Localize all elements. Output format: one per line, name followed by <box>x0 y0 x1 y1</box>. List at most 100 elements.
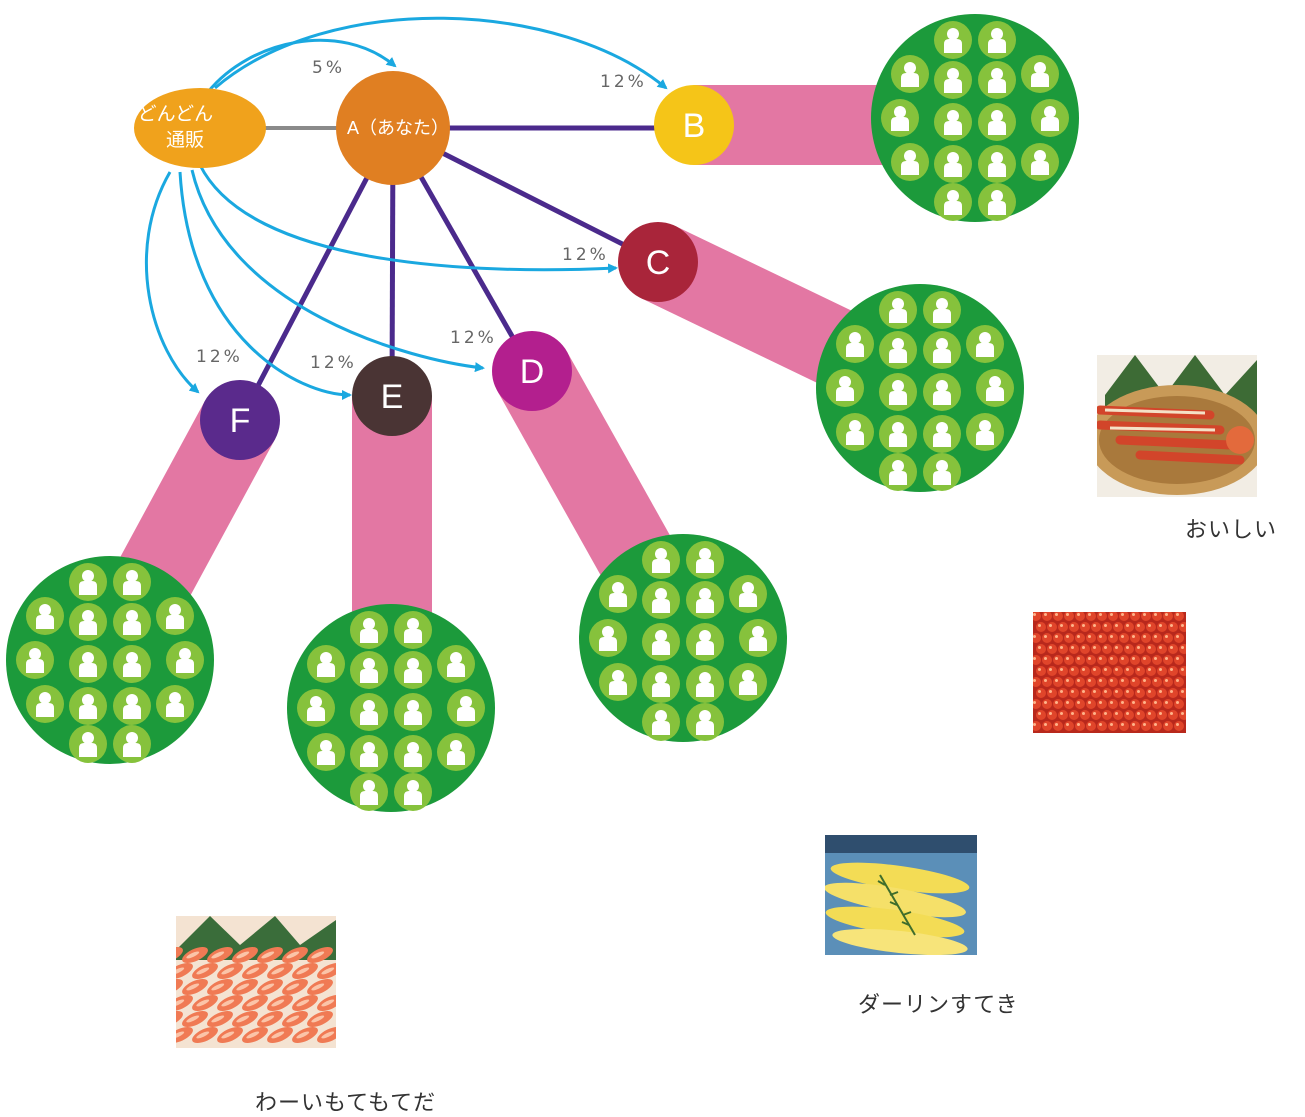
person-icon <box>879 331 917 369</box>
person-icon <box>16 641 54 679</box>
person-icon <box>978 183 1016 221</box>
node-e: E <box>352 356 432 436</box>
arrow-to-b <box>214 16 668 90</box>
person-icon <box>113 687 151 725</box>
person-icon <box>394 735 432 773</box>
person-icon <box>836 325 874 363</box>
person-icon <box>113 603 151 641</box>
herring-roe-caption: ダーリンすてき <box>858 993 1019 1018</box>
person-icon <box>307 645 345 683</box>
hub-node: A（あなた） <box>336 71 450 185</box>
cluster-d <box>579 534 787 742</box>
percentage-labels: 5% 12% 12% 12% 12% 12% <box>196 58 647 373</box>
person-icon <box>729 575 767 613</box>
person-icon <box>350 611 388 649</box>
source-label: どんどん 通販 <box>138 103 219 151</box>
commission-arrows <box>144 16 668 400</box>
person-icon <box>879 291 917 329</box>
person-icon <box>26 685 64 723</box>
person-icon <box>642 623 680 661</box>
person-icon <box>350 773 388 811</box>
person-icon <box>686 581 724 619</box>
person-icon <box>1021 143 1059 181</box>
person-icon <box>69 645 107 683</box>
person-icon <box>978 21 1016 59</box>
person-icon <box>69 603 107 641</box>
hub-label: A（あなた） <box>347 118 449 138</box>
person-icon <box>642 665 680 703</box>
person-icon <box>394 611 432 649</box>
person-icon <box>1031 99 1069 137</box>
person-icon <box>1021 55 1059 93</box>
pct-d: 12% <box>450 328 497 348</box>
person-icon <box>686 623 724 661</box>
salmon-roe-photo <box>1033 612 1186 733</box>
person-icon <box>307 733 345 771</box>
node-e-label: E <box>381 378 404 416</box>
person-icon <box>978 145 1016 183</box>
person-icon <box>923 331 961 369</box>
person-icon <box>966 413 1004 451</box>
person-icon <box>879 453 917 491</box>
node-b-label: B <box>683 107 706 145</box>
person-icon <box>966 325 1004 363</box>
clusters <box>6 14 1079 812</box>
pct-f: 12% <box>196 347 243 367</box>
person-icon <box>350 651 388 689</box>
person-icon <box>599 575 637 613</box>
person-icon <box>934 183 972 221</box>
person-icon <box>26 597 64 635</box>
person-icon <box>394 651 432 689</box>
cluster-e <box>287 604 495 812</box>
person-icon <box>69 687 107 725</box>
arrow-to-e <box>178 171 352 400</box>
person-icon <box>879 373 917 411</box>
person-icon <box>923 415 961 453</box>
person-icon <box>589 619 627 657</box>
person-icon <box>739 619 777 657</box>
person-icon <box>881 99 919 137</box>
pct-e: 12% <box>310 353 357 373</box>
person-icon <box>394 693 432 731</box>
person-icon <box>599 663 637 701</box>
node-d-label: D <box>520 353 545 391</box>
person-icon <box>978 61 1016 99</box>
person-icon <box>879 415 917 453</box>
person-icon <box>642 581 680 619</box>
pct-c: 12% <box>562 245 609 265</box>
person-icon <box>166 641 204 679</box>
person-icon <box>394 773 432 811</box>
person-icon <box>113 725 151 763</box>
person-icon <box>113 563 151 601</box>
person-icon <box>437 645 475 683</box>
person-icon <box>934 145 972 183</box>
person-icon <box>729 663 767 701</box>
person-icon <box>891 55 929 93</box>
arrow-to-c <box>198 164 618 274</box>
arrow-to-d <box>190 169 485 373</box>
person-icon <box>69 563 107 601</box>
person-icon <box>923 453 961 491</box>
cluster-b <box>871 14 1079 222</box>
person-icon <box>156 597 194 635</box>
person-icon <box>923 373 961 411</box>
arrow-to-f <box>144 171 200 394</box>
shrimp-photo <box>176 916 336 1048</box>
person-icon <box>978 103 1016 141</box>
person-icon <box>350 735 388 773</box>
source-node: どんどん 通販 <box>134 88 266 168</box>
crab-caption: おいしい <box>1185 518 1277 543</box>
person-icon <box>156 685 194 723</box>
person-icon <box>69 725 107 763</box>
person-icon <box>934 61 972 99</box>
pct-b: 12% <box>600 72 647 92</box>
person-icon <box>297 689 335 727</box>
person-icon <box>686 665 724 703</box>
person-icon <box>113 645 151 683</box>
cluster-f <box>6 556 214 764</box>
shrimp-caption: わーいもてもてだ <box>255 1091 436 1116</box>
node-f-label: F <box>230 402 251 440</box>
person-icon <box>976 369 1014 407</box>
person-icon <box>642 541 680 579</box>
